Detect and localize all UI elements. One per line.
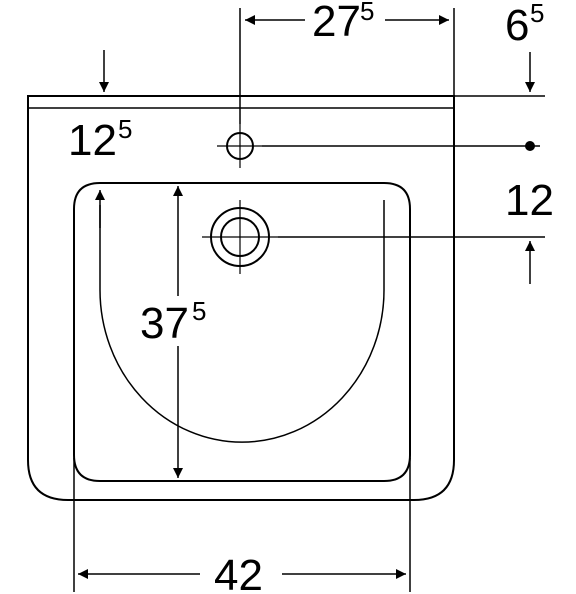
dim-inner-height: 37 5 — [138, 186, 218, 478]
dim-top-width-sup: 5 — [360, 0, 374, 26]
bowl-curve — [99, 200, 385, 443]
dim-inner-height-sup: 5 — [192, 296, 206, 326]
dim-bottom-width-value: 42 — [214, 551, 263, 594]
tap-hole — [217, 124, 262, 168]
dim-bottom-width: 42 — [73, 458, 411, 594]
dim-top-offset: 6 5 — [454, 0, 545, 97]
bowl-outline — [73, 182, 411, 482]
drain — [202, 200, 278, 274]
dim-inner-height-value: 37 — [140, 299, 189, 348]
dim-left-top: 12 5 — [68, 50, 132, 228]
dim-top-width-value: 27 — [312, 0, 361, 46]
dim-left-top-value: 12 — [68, 116, 117, 165]
dim-right-height-value: 12 — [505, 176, 554, 225]
dim-top-offset-value: 6 — [505, 1, 529, 50]
dim-left-top-sup: 5 — [118, 114, 132, 144]
basin-outline — [27, 95, 455, 501]
dim-right-height: 12 — [262, 141, 554, 284]
dim-top-offset-sup: 5 — [530, 0, 544, 28]
dim-top-width: 27 5 — [239, 0, 455, 124]
